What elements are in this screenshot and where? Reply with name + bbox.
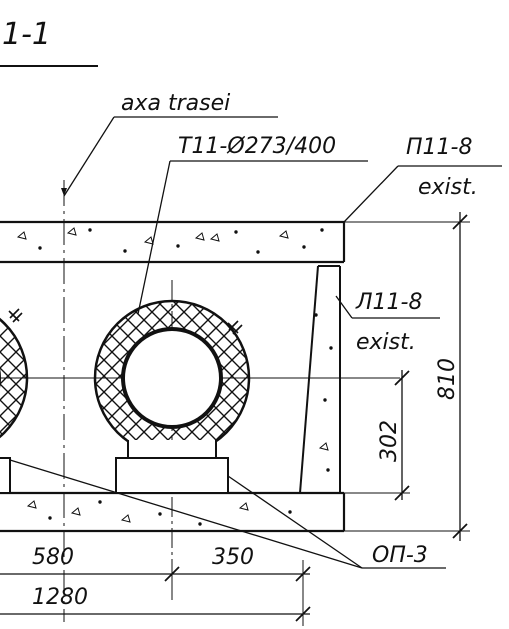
axis-label-group: axa trasei: [61, 91, 278, 197]
dimension-height-axis-value: 302: [377, 420, 402, 462]
side-wall: [299, 265, 341, 494]
dimension-width-right-value: 350: [212, 545, 254, 570]
slab-note: exist.: [418, 175, 478, 200]
pipe-left-fitting: [8, 308, 23, 323]
support-label-group: ОП-3: [9, 459, 446, 569]
dimension-height-axis: 302: [340, 370, 410, 501]
dimension-width-row: 580 350: [0, 545, 311, 626]
section-title: 1-1: [2, 17, 51, 52]
pipe-label: T11-Ø273/400: [178, 134, 336, 159]
wall-label-group: Л11-8 exist.: [335, 290, 440, 355]
concrete-marks-bottom: [26, 500, 292, 526]
pipe-right: [93, 299, 251, 457]
top-slab: [0, 220, 346, 264]
pipe-support-left: [0, 457, 11, 494]
axis-label: axa trasei: [121, 91, 230, 116]
pipe-support-right: [115, 440, 229, 494]
support-label: ОП-3: [372, 543, 428, 568]
pipe-left: [0, 308, 29, 439]
dimension-height-total: 810: [344, 212, 470, 541]
dimension-height-total-value: 810: [435, 358, 460, 400]
pipe-right-fitting: [227, 320, 243, 335]
dimension-width-left-value: 580: [32, 545, 74, 570]
wall-label: Л11-8: [355, 290, 422, 315]
slab-label: П11-8: [406, 135, 472, 160]
dimension-total-row: 1280: [0, 585, 311, 622]
dimension-width-total-value: 1280: [32, 585, 88, 610]
concrete-marks-top: [16, 227, 324, 254]
pipe-label-group: T11-Ø273/400: [137, 134, 368, 315]
wall-note: exist.: [356, 330, 416, 355]
slab-label-group: П11-8 exist.: [343, 135, 502, 223]
